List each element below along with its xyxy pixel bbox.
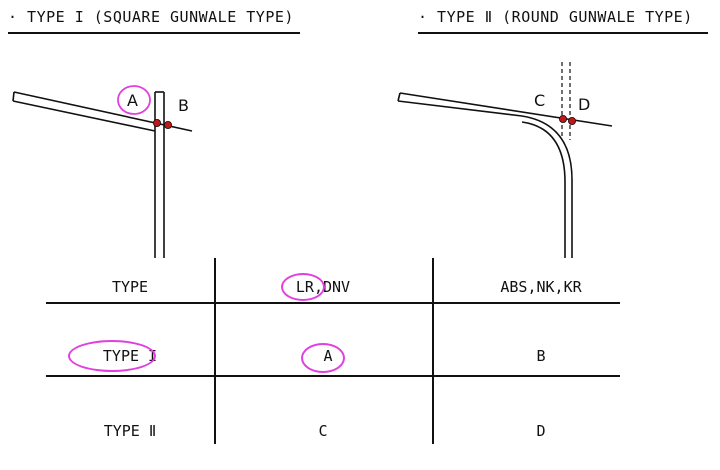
table-divider-2 (432, 258, 434, 444)
point-c-marker (559, 115, 568, 124)
table-row1-abs-nk-kr: B (536, 347, 546, 365)
type2-round-inner (521, 121, 566, 258)
label-d: D (578, 95, 590, 114)
type2-heading: · TYPE Ⅱ (ROUND GUNWALE TYPE) (418, 8, 693, 26)
type2-heading-underline (418, 32, 708, 34)
table-row2-abs-nk-kr: D (536, 422, 546, 440)
type1-deck-lower-edge (12, 100, 156, 132)
label-a: A (127, 91, 138, 110)
table-header-abs-nk-kr: ABS,NK,KR (500, 278, 582, 296)
type1-deck-bottom-edge (12, 91, 15, 102)
round-gunwale-drawing (397, 62, 613, 258)
table-row2-lr-dnv: C (318, 422, 328, 440)
point-b-marker (163, 121, 172, 130)
square-gunwale-drawing (12, 91, 193, 258)
type2-deck-lower-edge (397, 100, 523, 117)
point-a-marker (152, 119, 161, 128)
label-a-highlight (117, 85, 151, 115)
type2-deck-top-edge (399, 92, 613, 127)
type1-heading: · TYPE I (SQUARE GUNWALE TYPE) (8, 8, 294, 26)
cell-a-highlight (301, 343, 345, 373)
label-c: C (534, 91, 545, 110)
type2-deck-end (397, 92, 401, 102)
table-row2-type: TYPE Ⅱ (103, 422, 157, 440)
table-divider-1 (214, 258, 216, 444)
label-b: B (178, 96, 189, 115)
type1-deck-top-edge (13, 91, 193, 132)
point-d-marker (568, 117, 577, 126)
table-rule-1 (46, 302, 620, 304)
table-rule-2 (46, 375, 620, 377)
lr-dnv-highlight (281, 273, 325, 301)
type1-heading-underline (8, 32, 300, 34)
type1-row-highlight (68, 340, 156, 372)
table-header-type: TYPE (111, 278, 149, 296)
